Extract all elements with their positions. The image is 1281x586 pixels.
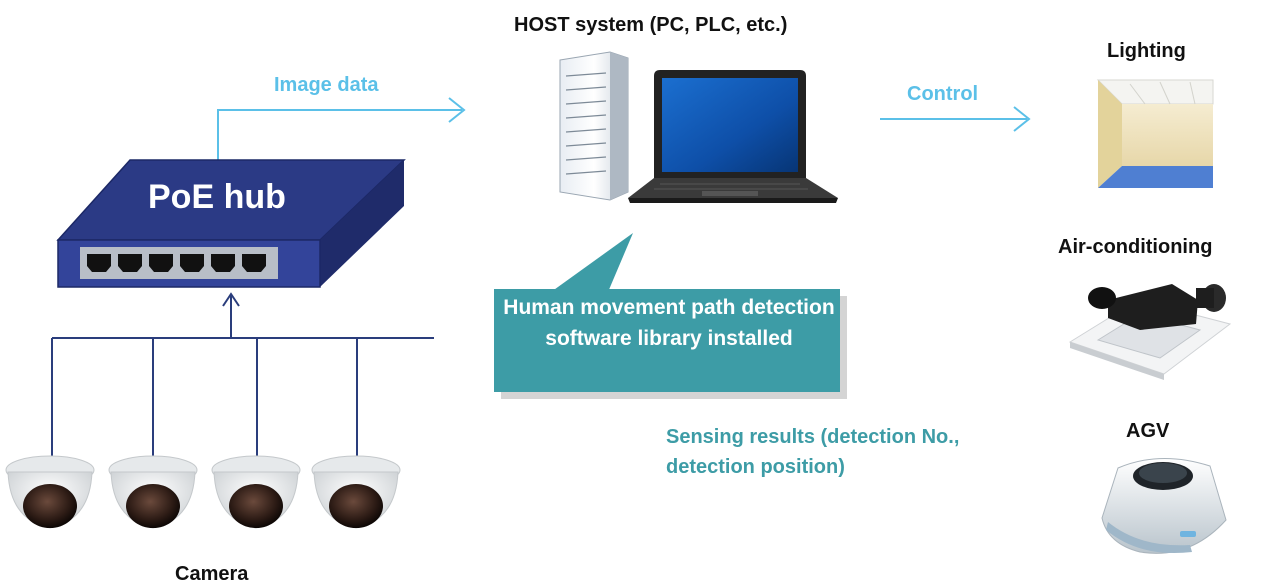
lighting-room-icon (1096, 79, 1214, 188)
poe-hub-label: PoE hub (148, 178, 286, 216)
lighting-label: Lighting (1107, 40, 1186, 62)
poe-hub (56, 159, 406, 288)
air-conditioner-icon (1068, 284, 1232, 380)
server-tower (559, 51, 629, 201)
image-data-label: Image data (274, 74, 379, 96)
camera-1 (5, 455, 95, 529)
camera-label: Camera (175, 563, 249, 585)
sensing-results-label: Sensing results (detection No., detectio… (666, 426, 960, 478)
laptop (628, 70, 838, 203)
control-label: Control (907, 83, 979, 105)
control-arrow (880, 106, 1031, 132)
host-system-title: HOST system (PC, PLC, etc.) (514, 14, 788, 36)
agv-icon (1101, 458, 1227, 554)
callout-text: Human movement path detection software l… (503, 296, 835, 350)
software-callout (494, 233, 847, 399)
camera-3 (211, 455, 301, 529)
camera-4 (311, 455, 401, 529)
image-data-arrow (217, 97, 466, 160)
ethernet-ports (87, 254, 266, 272)
agv-label: AGV (1126, 420, 1170, 442)
camera-2 (108, 455, 198, 529)
camera-bus (51, 292, 434, 456)
air-conditioning-label: Air-conditioning (1058, 236, 1213, 258)
